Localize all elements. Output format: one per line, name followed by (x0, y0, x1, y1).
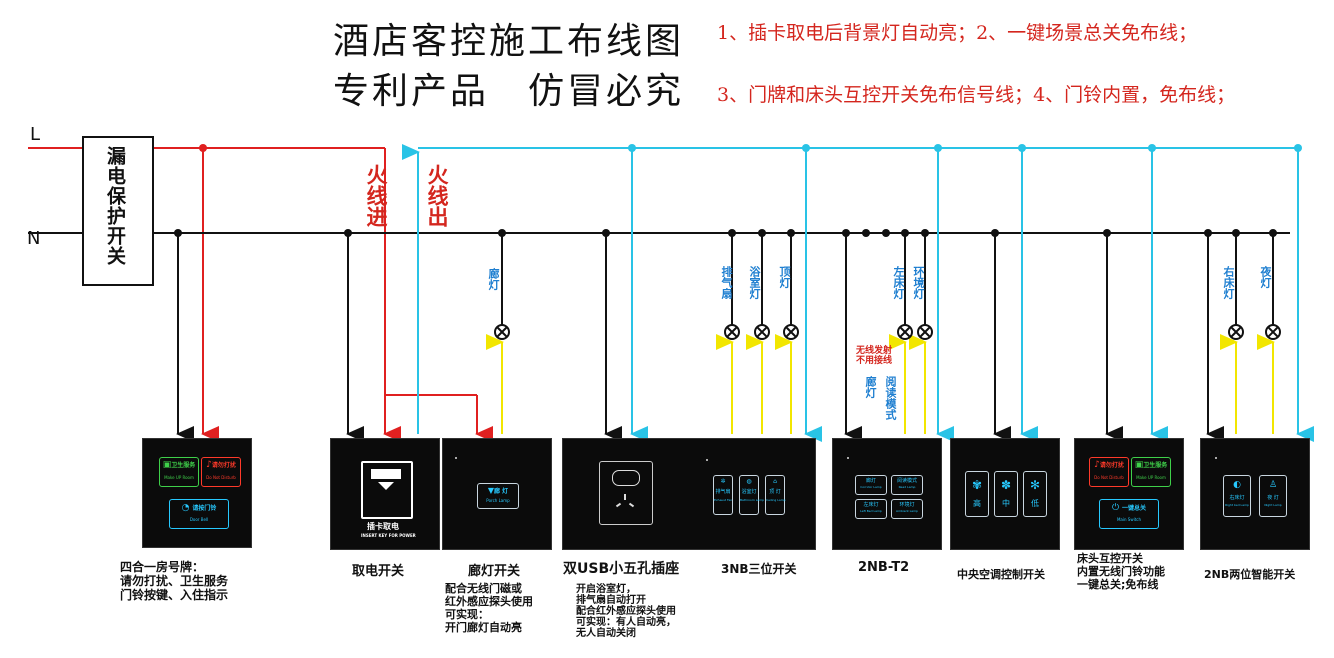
doorplate-caption: 四合一房号牌： 请勿打扰、卫生服务 门铃按键、入住指示 (120, 560, 229, 602)
load-label-bath: 浴室灯 (748, 266, 761, 299)
two-pin-socket-icon (612, 470, 640, 486)
bath-lamp-icon: ◍ (746, 478, 752, 485)
doorplate-panel: ▣卫生服务 Make UP Room ♪请勿打扰 Do Not Disturb … (142, 438, 252, 548)
card-slot-label: 插卡取电 (367, 522, 399, 531)
load-label-left-bed: 左床灯 (892, 266, 905, 299)
three-switch-caption: 3NB三位开关 (721, 562, 797, 576)
fan-icon: ✻ (1029, 478, 1041, 492)
neutral-junction (882, 229, 890, 237)
usb-socket-caption: 双USB小五孔插座 (563, 561, 680, 577)
ac-control-panel: ✾ 高 ✽ 中 ✻ 低 (950, 438, 1060, 550)
feature-note-2: 3、门牌和床头互控开关免布信号线；4、门铃内置，免布线； (717, 84, 1236, 106)
lamp-symbol (917, 324, 933, 340)
bed-lamp-icon: ◐ (1233, 480, 1241, 490)
bedside-caption: 床头互控开关 内置无线门铃功能 一键总关;免布线 (1077, 552, 1165, 591)
load-label-ambient: 环境灯 (912, 266, 925, 299)
socket-face (599, 461, 653, 525)
make-up-room-icon: ▣卫生服务 (1134, 460, 1168, 470)
wireless-note: 无线发射 不用接线 (856, 346, 893, 366)
card-slot-sub: INSERT KEY FOR POWER (361, 533, 416, 538)
do-not-disturb-icon: ♪请勿打扰 (206, 460, 236, 470)
lamp-symbol (754, 324, 770, 340)
ambient-lamp-key[interactable]: 环境灯 Ambient Lamp (891, 499, 923, 519)
reading-mode-key[interactable]: 阅读模式 Read Lamp (891, 475, 923, 495)
lamp-symbol (1265, 324, 1281, 340)
page-title: 酒店客控施工布线图 (333, 21, 685, 62)
lamp-symbol (1228, 324, 1244, 340)
corridor-lamp-icon: ▼廊 灯 (487, 486, 509, 495)
power-icon: ⏻ 一键总关 (1112, 503, 1146, 513)
fan-icon: ✲ (720, 478, 726, 485)
indicator-led (706, 459, 708, 461)
usb-socket-desc: 开启浴室灯， 排气扇自动打开 配合红外感应探头使用 可实现：有人自动亮， 无人自… (576, 584, 676, 639)
load-label-corridor: 廊灯 (487, 268, 500, 290)
night-lamp-icon: ♙ (1268, 480, 1278, 490)
corridor-lamp-key[interactable]: ▼廊 灯 Porch Lamp (477, 483, 519, 509)
page-subtitle: 专利产品 仿冒必究 (333, 71, 685, 112)
usb-socket-panel: ✲ 排气扇 Exhaust Fan ◍ 浴室灯 Bathroom Lamp ⌂ … (562, 438, 816, 550)
indicator-led (1215, 457, 1217, 459)
load-label-right-bed: 右床灯 (1222, 266, 1235, 299)
lamp-symbol (783, 324, 799, 340)
fan-medium-key[interactable]: ✽ 中 (994, 471, 1018, 517)
corridor-switch-panel: ▼廊 灯 Porch Lamp (442, 438, 552, 550)
make-up-room-key[interactable]: ▣卫生服务 Make UP Room (159, 457, 199, 487)
doorbell-key[interactable]: ◔ 请按门铃 Door Bell (169, 499, 229, 529)
ac-control-caption: 中央空调控制开关 (957, 568, 1045, 581)
live-in-label: 火线进 (364, 164, 388, 227)
lamp-symbol (897, 324, 913, 340)
fan-icon: ✽ (1000, 478, 1012, 492)
card-slot[interactable] (361, 461, 413, 519)
do-not-disturb-icon: ♪请勿打扰 (1094, 460, 1124, 470)
neutral-junction (862, 229, 870, 237)
card-switch-caption: 取电开关 (352, 564, 405, 579)
left-bed-lamp-key[interactable]: 左床灯 Left Bed Lamp (855, 499, 887, 519)
do-not-disturb-key[interactable]: ♪请勿打扰 Do Not Disturb (1089, 457, 1129, 487)
breaker-label: 漏电保护开关 (104, 146, 126, 266)
two-switch-caption: 2NB两位智能开关 (1204, 568, 1296, 581)
night-lamp-key[interactable]: ♙ 夜 灯 Night Lamp (1259, 475, 1287, 517)
bathroom-lamp-key[interactable]: ◍ 浴室灯 Bathroom Lamp (739, 475, 764, 515)
corridor-switch-desc: 配合无线门磁或 红外感应探头使用 可实现： 开门廊灯自动亮 (445, 582, 533, 634)
card-slot-opening (371, 469, 401, 479)
main-switch-key[interactable]: ⏻ 一键总关 Main Switch (1099, 499, 1159, 529)
bedside-panel: ♪请勿打扰 Do Not Disturb ▣卫生服务 Make UP Room … (1074, 438, 1184, 550)
fan-icon: ✾ (971, 478, 983, 492)
corridor-switch-caption: 廊灯开关 (468, 564, 521, 579)
card-switch-panel: 插卡取电 INSERT KEY FOR POWER (330, 438, 440, 550)
fan-low-key[interactable]: ✻ 低 (1023, 471, 1047, 517)
make-up-room-key[interactable]: ▣卫生服务 Make UP Room (1131, 457, 1171, 487)
three-pin-socket-icon (614, 494, 638, 514)
live-line-label: L (30, 124, 41, 145)
ceiling-lamp-icon: ⌂ (773, 478, 777, 485)
make-up-room-icon: ▣卫生服务 (162, 460, 196, 470)
right-bed-lamp-key[interactable]: ◐ 右床灯 Right bed Lamp (1223, 475, 1251, 517)
lamp-symbol (494, 324, 510, 340)
load-label-night: 夜灯 (1259, 266, 1272, 288)
ceiling-lamp-key[interactable]: ⌂ 顶 灯 Ceiling Lamp (765, 475, 786, 515)
feature-note-1: 1、插卡取电后背景灯自动亮；2、一键场景总关免布线； (717, 22, 1198, 44)
fan-high-key[interactable]: ✾ 高 (965, 471, 989, 517)
card-arrow-icon (378, 482, 394, 490)
neutral-line-label: N (27, 228, 41, 249)
indicator-led (455, 457, 457, 459)
leakage-breaker (82, 136, 154, 286)
lamp-symbol (724, 324, 740, 340)
exhaust-fan-key[interactable]: ✲ 排气扇 Exhaust Fan (713, 475, 733, 515)
load-label-exhaust: 排气扇 (720, 266, 733, 299)
load-label-ceiling: 顶灯 (778, 266, 791, 288)
nb-t2-caption: 2NB-T2 (858, 560, 910, 575)
live-out-label: 火线出 (425, 164, 449, 227)
two-switch-panel: ◐ 右床灯 Right bed Lamp ♙ 夜 灯 Night Lamp (1200, 438, 1310, 550)
mode-label-reading: 阅读模式 (884, 376, 897, 420)
bell-icon: ◔ 请按门铃 (181, 503, 217, 513)
do-not-disturb-key[interactable]: ♪请勿打扰 Do Not Disturb (201, 457, 241, 487)
corridor-mode-key[interactable]: 廊灯 Corridor Lamp (855, 475, 887, 495)
indicator-led (847, 457, 849, 459)
mode-label-corridor: 廊灯 (864, 376, 877, 398)
nb-t2-panel: 廊灯 Corridor Lamp 阅读模式 Read Lamp 左床灯 Left… (832, 438, 942, 550)
